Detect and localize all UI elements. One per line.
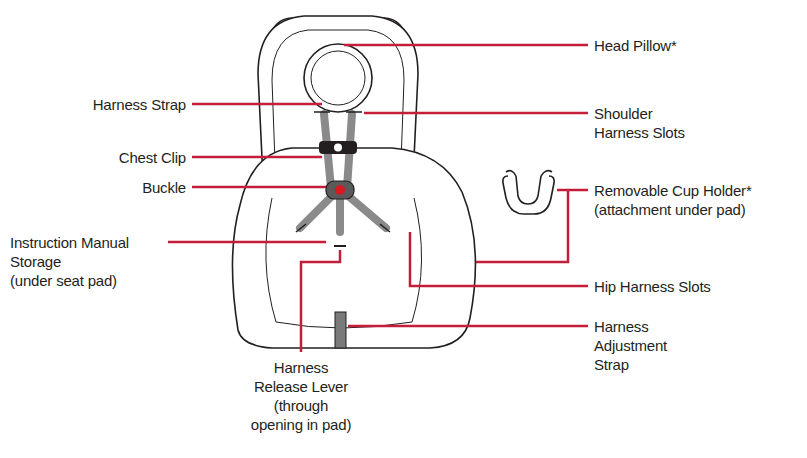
leader-line — [476, 190, 588, 262]
leader-line — [192, 103, 322, 106]
part-note: (under seat pad) — [10, 271, 160, 290]
cup-holder — [503, 171, 554, 214]
leader-line — [348, 325, 588, 328]
part-label: Harness Release Lever — [246, 358, 356, 396]
buckle-button — [335, 185, 345, 195]
head-pillow-inner — [311, 51, 365, 105]
chest-clip — [319, 141, 357, 154]
part-label: Head Pillow* — [594, 36, 774, 55]
cushion-seam — [266, 198, 276, 322]
part-label: Buckle — [16, 178, 186, 197]
part-label: Shoulder Harness Slots — [594, 104, 706, 142]
part-label: Harness Adjustment Strap — [594, 317, 694, 374]
leader-line — [344, 44, 588, 47]
part-label: Removable Cup Holder* — [594, 181, 799, 200]
part-note: (attachment under pad) — [594, 200, 799, 219]
shoulder-slot — [314, 111, 362, 113]
part-label: Chest Clip — [16, 148, 186, 167]
hip-strap — [300, 194, 334, 228]
hip-slot — [296, 224, 390, 232]
leader-line — [410, 232, 588, 286]
adjustment-strap — [335, 312, 346, 348]
part-label: Hip Harness Slots — [594, 277, 794, 296]
leader-line — [301, 250, 340, 352]
part-note: (through opening in pad) — [246, 396, 356, 434]
hip-strap — [346, 194, 386, 228]
seat-base — [232, 148, 475, 348]
chest-clip-button — [334, 144, 342, 152]
leader-line — [192, 186, 326, 189]
leader-line — [364, 112, 588, 115]
leader-lines — [168, 45, 588, 352]
buckle — [326, 181, 354, 199]
release-lever-opening — [334, 245, 346, 247]
cushion-seam — [412, 198, 422, 322]
part-label: Harness Strap — [16, 95, 186, 114]
head-pillow — [304, 44, 372, 112]
crotch-strap — [336, 198, 344, 232]
part-label: Instruction Manual Storage — [10, 233, 160, 271]
leader-line — [168, 241, 326, 244]
leader-line — [192, 156, 322, 159]
